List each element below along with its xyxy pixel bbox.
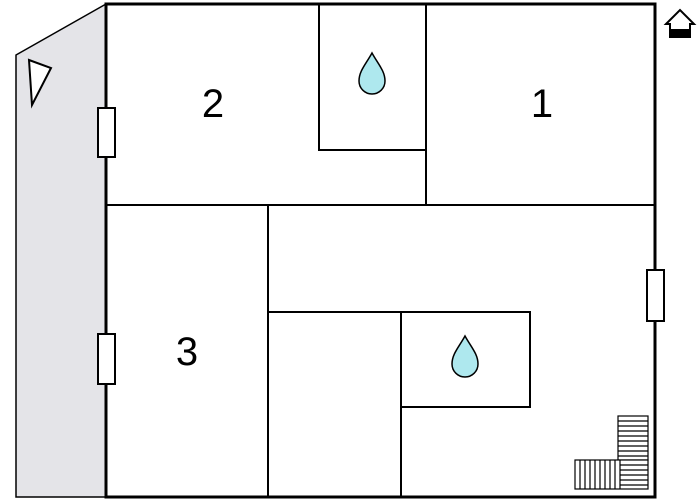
water-drop-icon: [451, 334, 479, 378]
room-number-2: 2: [202, 82, 224, 126]
stairs-icon: [574, 415, 649, 490]
house-icon: [663, 8, 697, 38]
direction-triangle-icon: [27, 58, 53, 109]
room-number-3: 3: [176, 330, 198, 374]
window-icon: [97, 333, 116, 385]
room-number-1: 1: [531, 82, 553, 126]
window-icon: [97, 107, 116, 158]
water-drop-icon: [358, 51, 386, 95]
window-icon: [646, 269, 665, 322]
